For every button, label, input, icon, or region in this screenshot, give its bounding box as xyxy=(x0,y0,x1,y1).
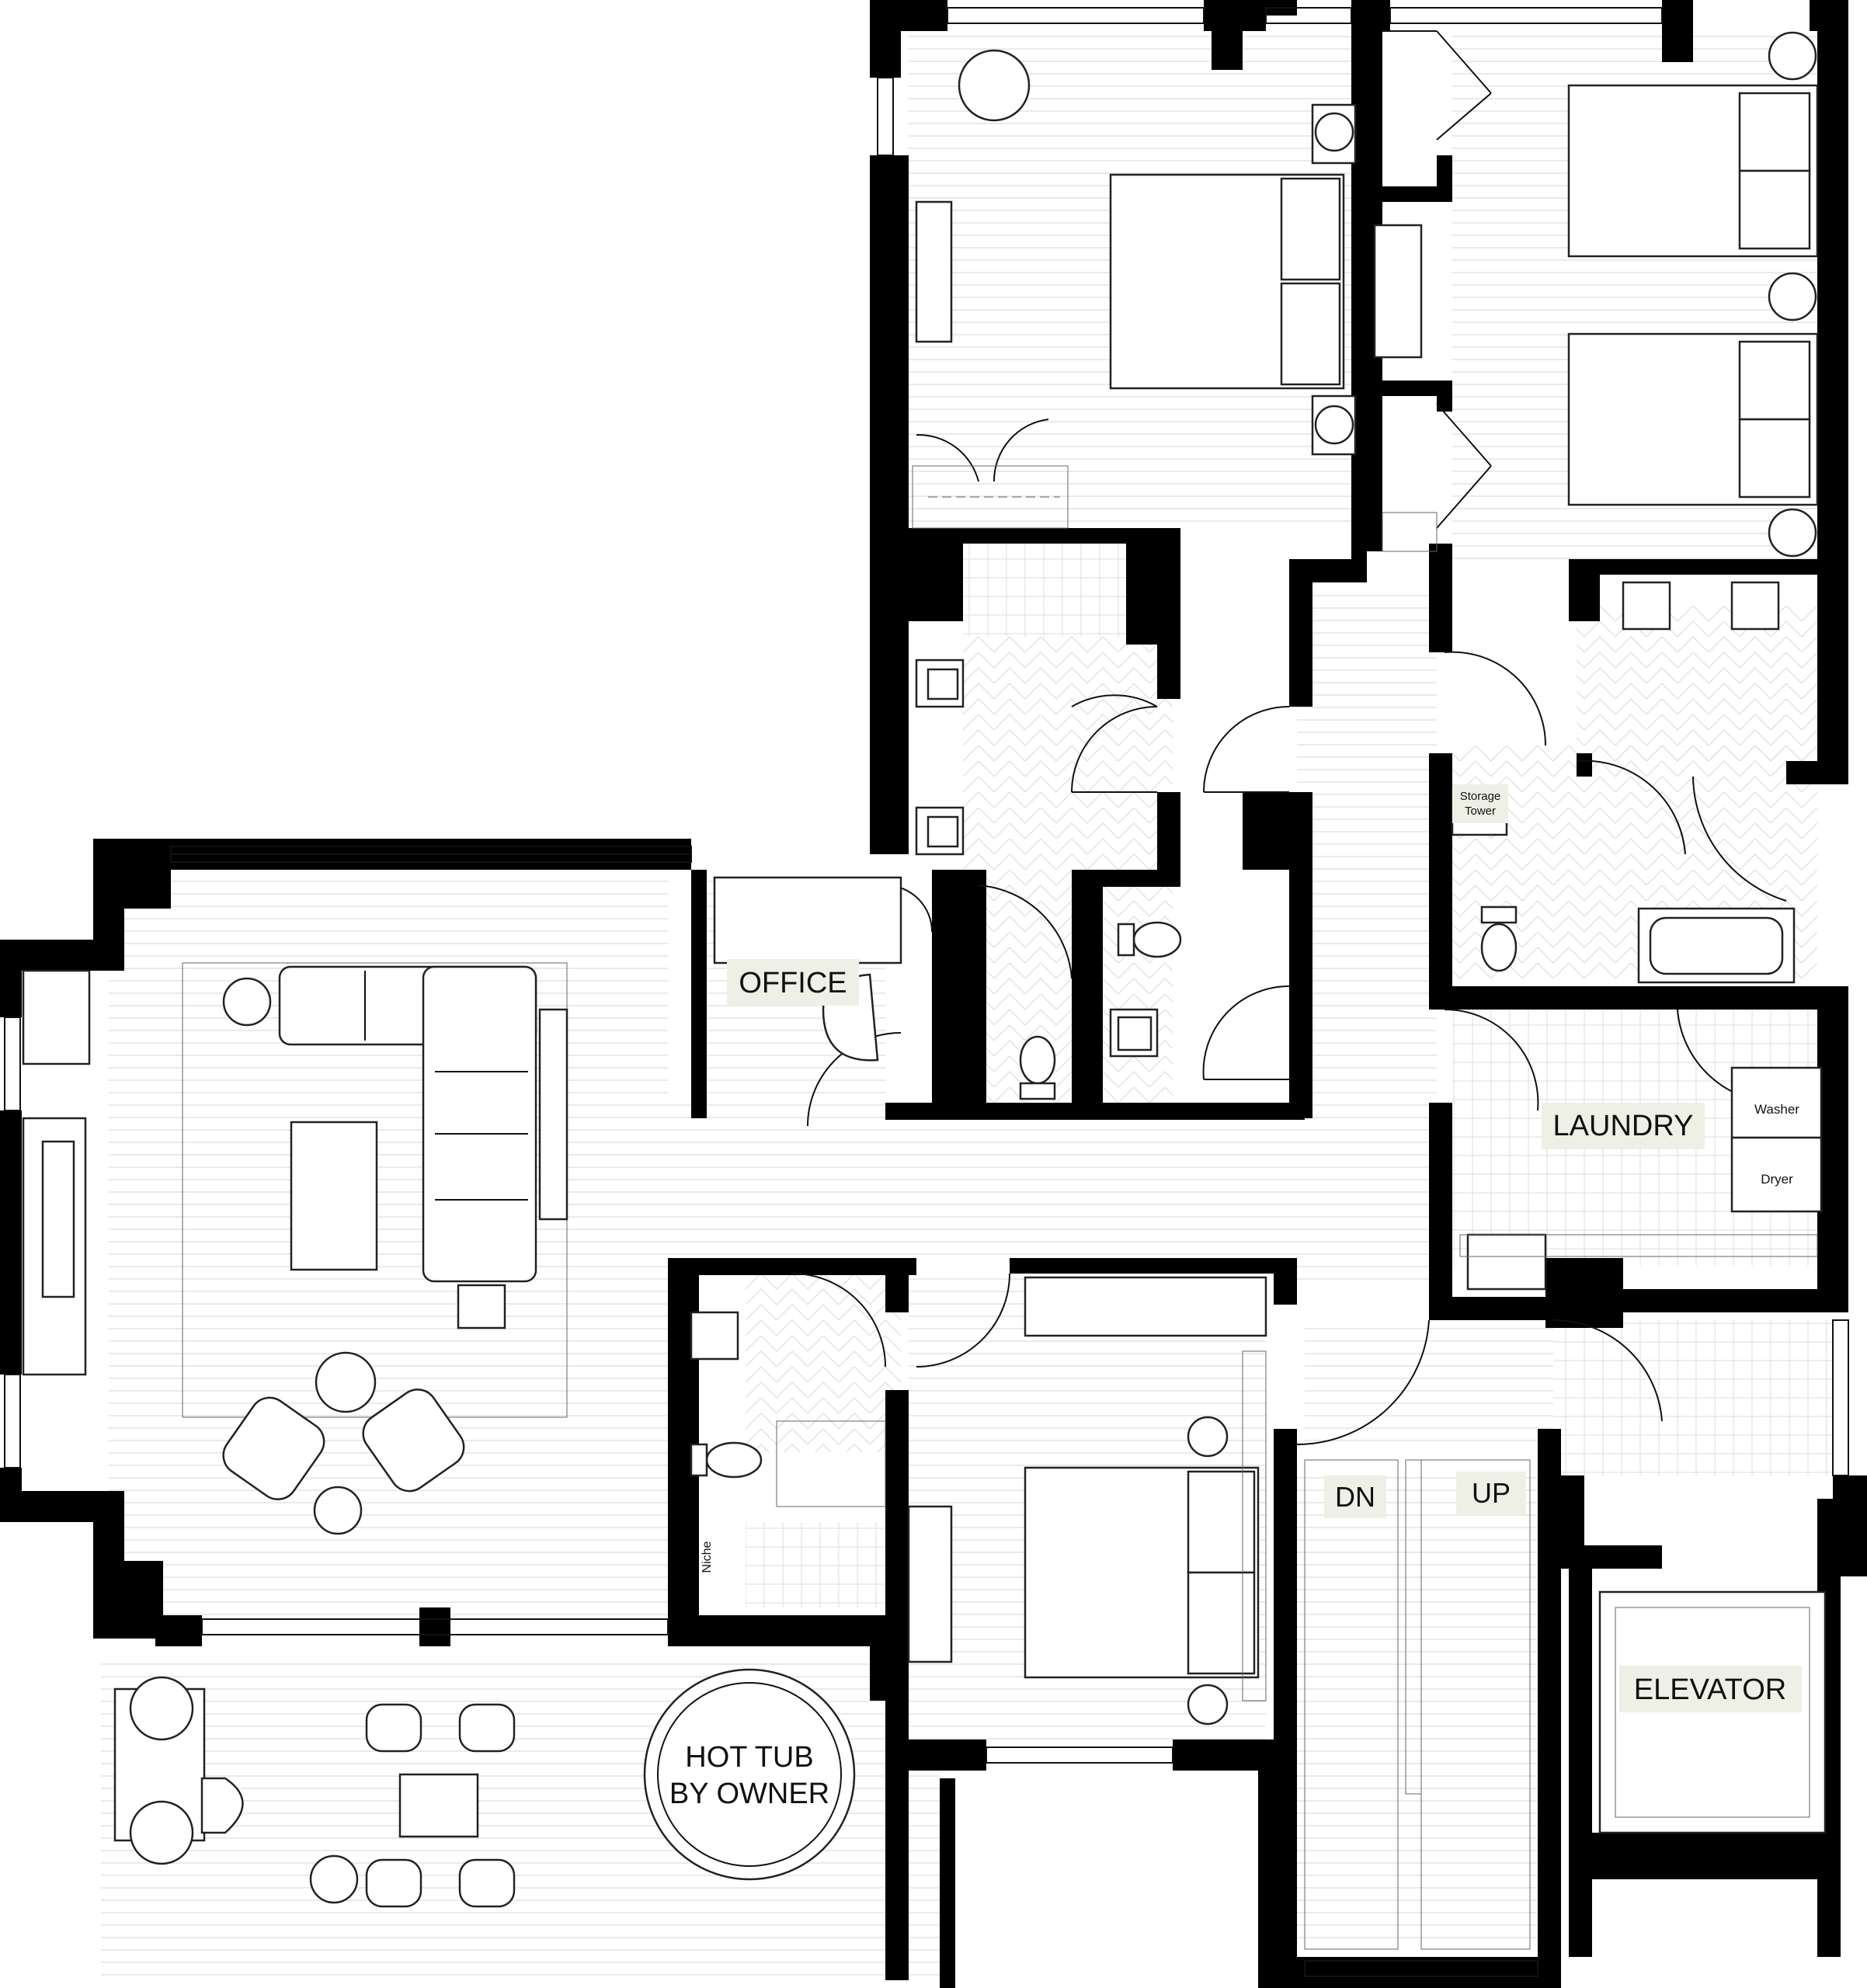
label-storage-tower-line2: Tower xyxy=(1465,805,1496,818)
label-stairs-down: DN xyxy=(1335,1481,1375,1513)
label-hot-tub-line1: HOT TUB xyxy=(685,1741,813,1774)
label-elevator: ELEVATOR xyxy=(1634,1673,1786,1706)
armchair-left xyxy=(222,1396,325,1500)
label-office: OFFICE xyxy=(739,967,847,999)
washer xyxy=(1730,1066,1823,1139)
label-niche: Niche xyxy=(701,1541,714,1573)
doors xyxy=(791,30,1787,1446)
side-table xyxy=(222,977,272,1027)
label-storage-tower-line1: Storage xyxy=(1460,790,1501,803)
armchair-right xyxy=(362,1388,465,1493)
windows xyxy=(4,7,1849,1977)
dryer xyxy=(1730,1136,1823,1213)
label-washer: Washer xyxy=(1754,1102,1799,1117)
room-labels: OFFICE LAUNDRY ELEVATOR DN UP Storage To… xyxy=(669,784,1802,1810)
label-stairs-up: UP xyxy=(1472,1477,1511,1509)
round-table xyxy=(315,1351,377,1413)
deck-coffee-table xyxy=(398,1773,479,1838)
office-desk xyxy=(713,876,902,964)
media-console xyxy=(538,1008,568,1221)
label-hot-tub-line2: BY OWNER xyxy=(669,1778,829,1810)
label-dryer: Dryer xyxy=(1761,1172,1793,1187)
furniture xyxy=(22,30,1827,1950)
label-laundry: LAUNDRY xyxy=(1553,1110,1694,1142)
coffee-table xyxy=(290,1121,378,1271)
hot-tub xyxy=(643,1668,856,1881)
